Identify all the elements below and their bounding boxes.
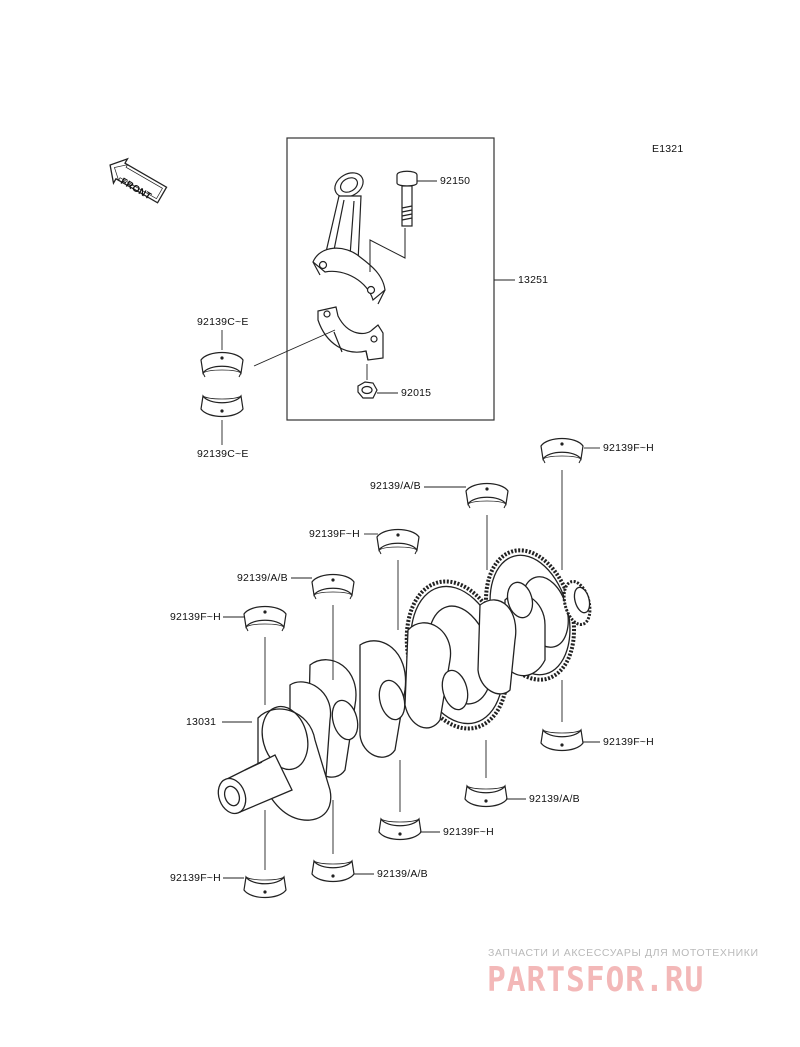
watermark-logo: PARTSFOR.RU <box>487 960 705 1000</box>
rod-nut-drawing <box>357 381 378 399</box>
part-label-13251: 13251 <box>518 274 549 286</box>
part-label-92015: 92015 <box>401 387 432 399</box>
part-label-92139ab-4: 92139/A/B <box>377 868 428 880</box>
part-label-92139ab-1: 92139/A/B <box>370 480 421 492</box>
part-label-92150: 92150 <box>440 175 471 187</box>
part-label-92139ce-upper: 92139C~E <box>197 316 249 328</box>
part-label-92139ab-3: 92139/A/B <box>529 793 580 805</box>
watermark-tagline: ЗАПЧАСТИ И АКСЕССУАРЫ ДЛЯ МОТОТЕХНИКИ <box>488 947 759 959</box>
part-label-92139fh-3: 92139F~H <box>170 611 221 623</box>
rod-bolt-drawing <box>396 170 418 227</box>
part-label-92139fh-2: 92139F~H <box>309 528 360 540</box>
part-label-92139ce-lower: 92139C~E <box>197 448 249 460</box>
part-label-13031: 13031 <box>186 716 217 728</box>
diagram-code: E1321 <box>652 143 684 155</box>
part-label-92139fh-1: 92139F~H <box>603 442 654 454</box>
part-label-92139fh-6: 92139F~H <box>170 872 221 884</box>
part-label-92139fh-4: 92139F~H <box>603 736 654 748</box>
crankshaft-drawing <box>217 548 592 821</box>
connecting-rod-drawing <box>312 172 386 305</box>
part-label-92139ab-2: 92139/A/B <box>237 572 288 584</box>
part-label-92139fh-5: 92139F~H <box>443 826 494 838</box>
conrod-assembly-frame <box>286 137 495 421</box>
rod-cap-drawing <box>317 306 384 361</box>
front-arrow-icon <box>109 157 168 204</box>
